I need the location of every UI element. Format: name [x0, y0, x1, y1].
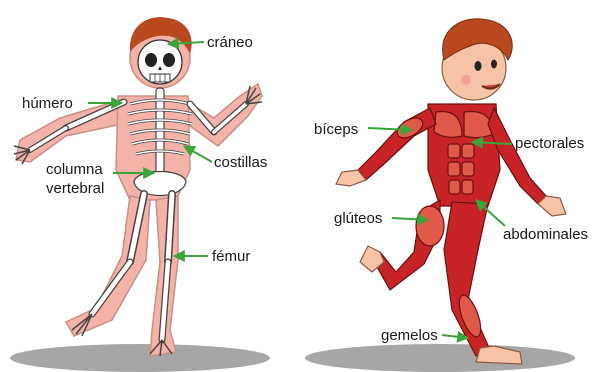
label-humero: húmero: [22, 95, 73, 112]
skull-icon: [138, 40, 182, 84]
label-gemelos: gemelos: [381, 327, 438, 344]
ground-shadow-right: [305, 344, 575, 372]
label-biceps: bíceps: [314, 121, 358, 138]
label-craneo: cráneo: [207, 34, 253, 51]
label-abdominales: abdominales: [503, 226, 588, 243]
boy-head: [442, 19, 512, 100]
muscle-figure: bíceps pectorales glúteos abdominales ge…: [305, 19, 588, 372]
ground-shadow-left: [10, 344, 270, 372]
label-costillas: costillas: [214, 154, 267, 171]
label-femur: fémur: [212, 248, 250, 265]
skeleton-figure: cráneo húmero columna vertebral costilla…: [10, 17, 270, 372]
label-columna-line2: vertebral: [46, 180, 104, 197]
label-columna-line1: columna: [46, 161, 103, 178]
label-pectorales: pectorales: [515, 135, 584, 152]
label-gluteos: glúteos: [334, 210, 382, 227]
